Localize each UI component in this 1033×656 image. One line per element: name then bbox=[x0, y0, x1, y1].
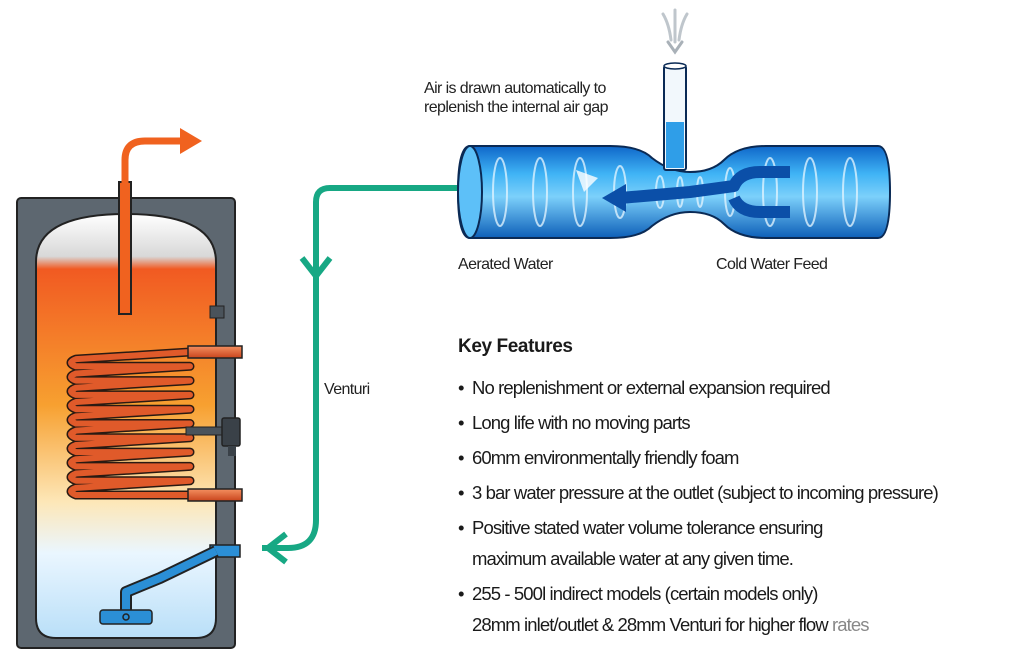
coil-tube bbox=[68, 349, 193, 498]
bullet-icon: • bbox=[458, 447, 464, 468]
flow-arrows-icon bbox=[576, 166, 790, 218]
air-note-line2: replenish the internal air gap bbox=[424, 99, 609, 116]
aerated-water-label: Aerated Water bbox=[458, 256, 553, 273]
bullet-icon: • bbox=[458, 377, 464, 398]
feature-text-line2: maximum available water at any given tim… bbox=[472, 548, 794, 569]
feature-item: • Long life with no moving parts bbox=[458, 407, 1033, 438]
air-intake-arrows-icon bbox=[661, 8, 689, 55]
heating-coil bbox=[66, 347, 195, 500]
hot-water-outlet-pipe bbox=[118, 181, 132, 315]
feature-text-line2-main: 28mm inlet/outlet & 28mm Venturi for hig… bbox=[472, 614, 829, 635]
cold-water-feed-label: Cold Water Feed bbox=[716, 256, 828, 273]
feature-item: • Positive stated water volume tolerance … bbox=[458, 512, 1033, 574]
bullet-icon: • bbox=[458, 482, 464, 503]
feature-item: • 60mm environmentally friendly foam bbox=[458, 442, 1033, 473]
bullet-icon: • bbox=[458, 412, 464, 433]
feature-text: 255 - 500l indirect models (certain mode… bbox=[472, 583, 818, 604]
key-features-list: • No replenishment or external expansion … bbox=[458, 372, 1033, 640]
cold-inlet-pipe bbox=[99, 544, 241, 625]
venturi-label: Venturi bbox=[324, 381, 370, 398]
feature-text-line2-faded: rates bbox=[827, 614, 870, 635]
venturi-down-arrow-icon bbox=[299, 256, 333, 279]
feature-item: • No replenishment or external expansion … bbox=[458, 372, 1033, 403]
air-inlet-tube bbox=[663, 62, 687, 171]
feature-text-line2: 28mm inlet/outlet & 28mm Venturi for hig… bbox=[458, 609, 1033, 640]
venturi-inlet-arrow-icon bbox=[265, 531, 288, 565]
feature-text: Positive stated water volume tolerance e… bbox=[472, 517, 823, 538]
coil-connectors bbox=[187, 345, 243, 502]
feature-item: • 3 bar water pressure at the outlet (sub… bbox=[458, 477, 1033, 508]
air-replenish-note: Air is drawn automatically to replenish … bbox=[424, 79, 654, 117]
key-features-heading: Key Features bbox=[458, 336, 573, 357]
bullet-icon: • bbox=[458, 517, 464, 538]
feature-text: 3 bar water pressure at the outlet (subj… bbox=[472, 482, 939, 503]
hot-water-arrow-icon bbox=[121, 128, 202, 186]
feature-text: 60mm environmentally friendly foam bbox=[472, 447, 739, 468]
venturi-pipe bbox=[262, 185, 460, 551]
feature-text: No replenishment or external expansion r… bbox=[472, 377, 831, 398]
side-fitting bbox=[209, 305, 225, 319]
feature-text: Long life with no moving parts bbox=[472, 412, 691, 433]
air-note-line1: Air is drawn automatically to bbox=[424, 80, 606, 97]
key-features-panel: Key Features • No replenishment or extern… bbox=[458, 336, 1033, 644]
thermostat bbox=[185, 417, 241, 456]
bullet-icon: • bbox=[458, 583, 464, 604]
feature-item: • 255 - 500l indirect models (certain mod… bbox=[458, 578, 1033, 640]
